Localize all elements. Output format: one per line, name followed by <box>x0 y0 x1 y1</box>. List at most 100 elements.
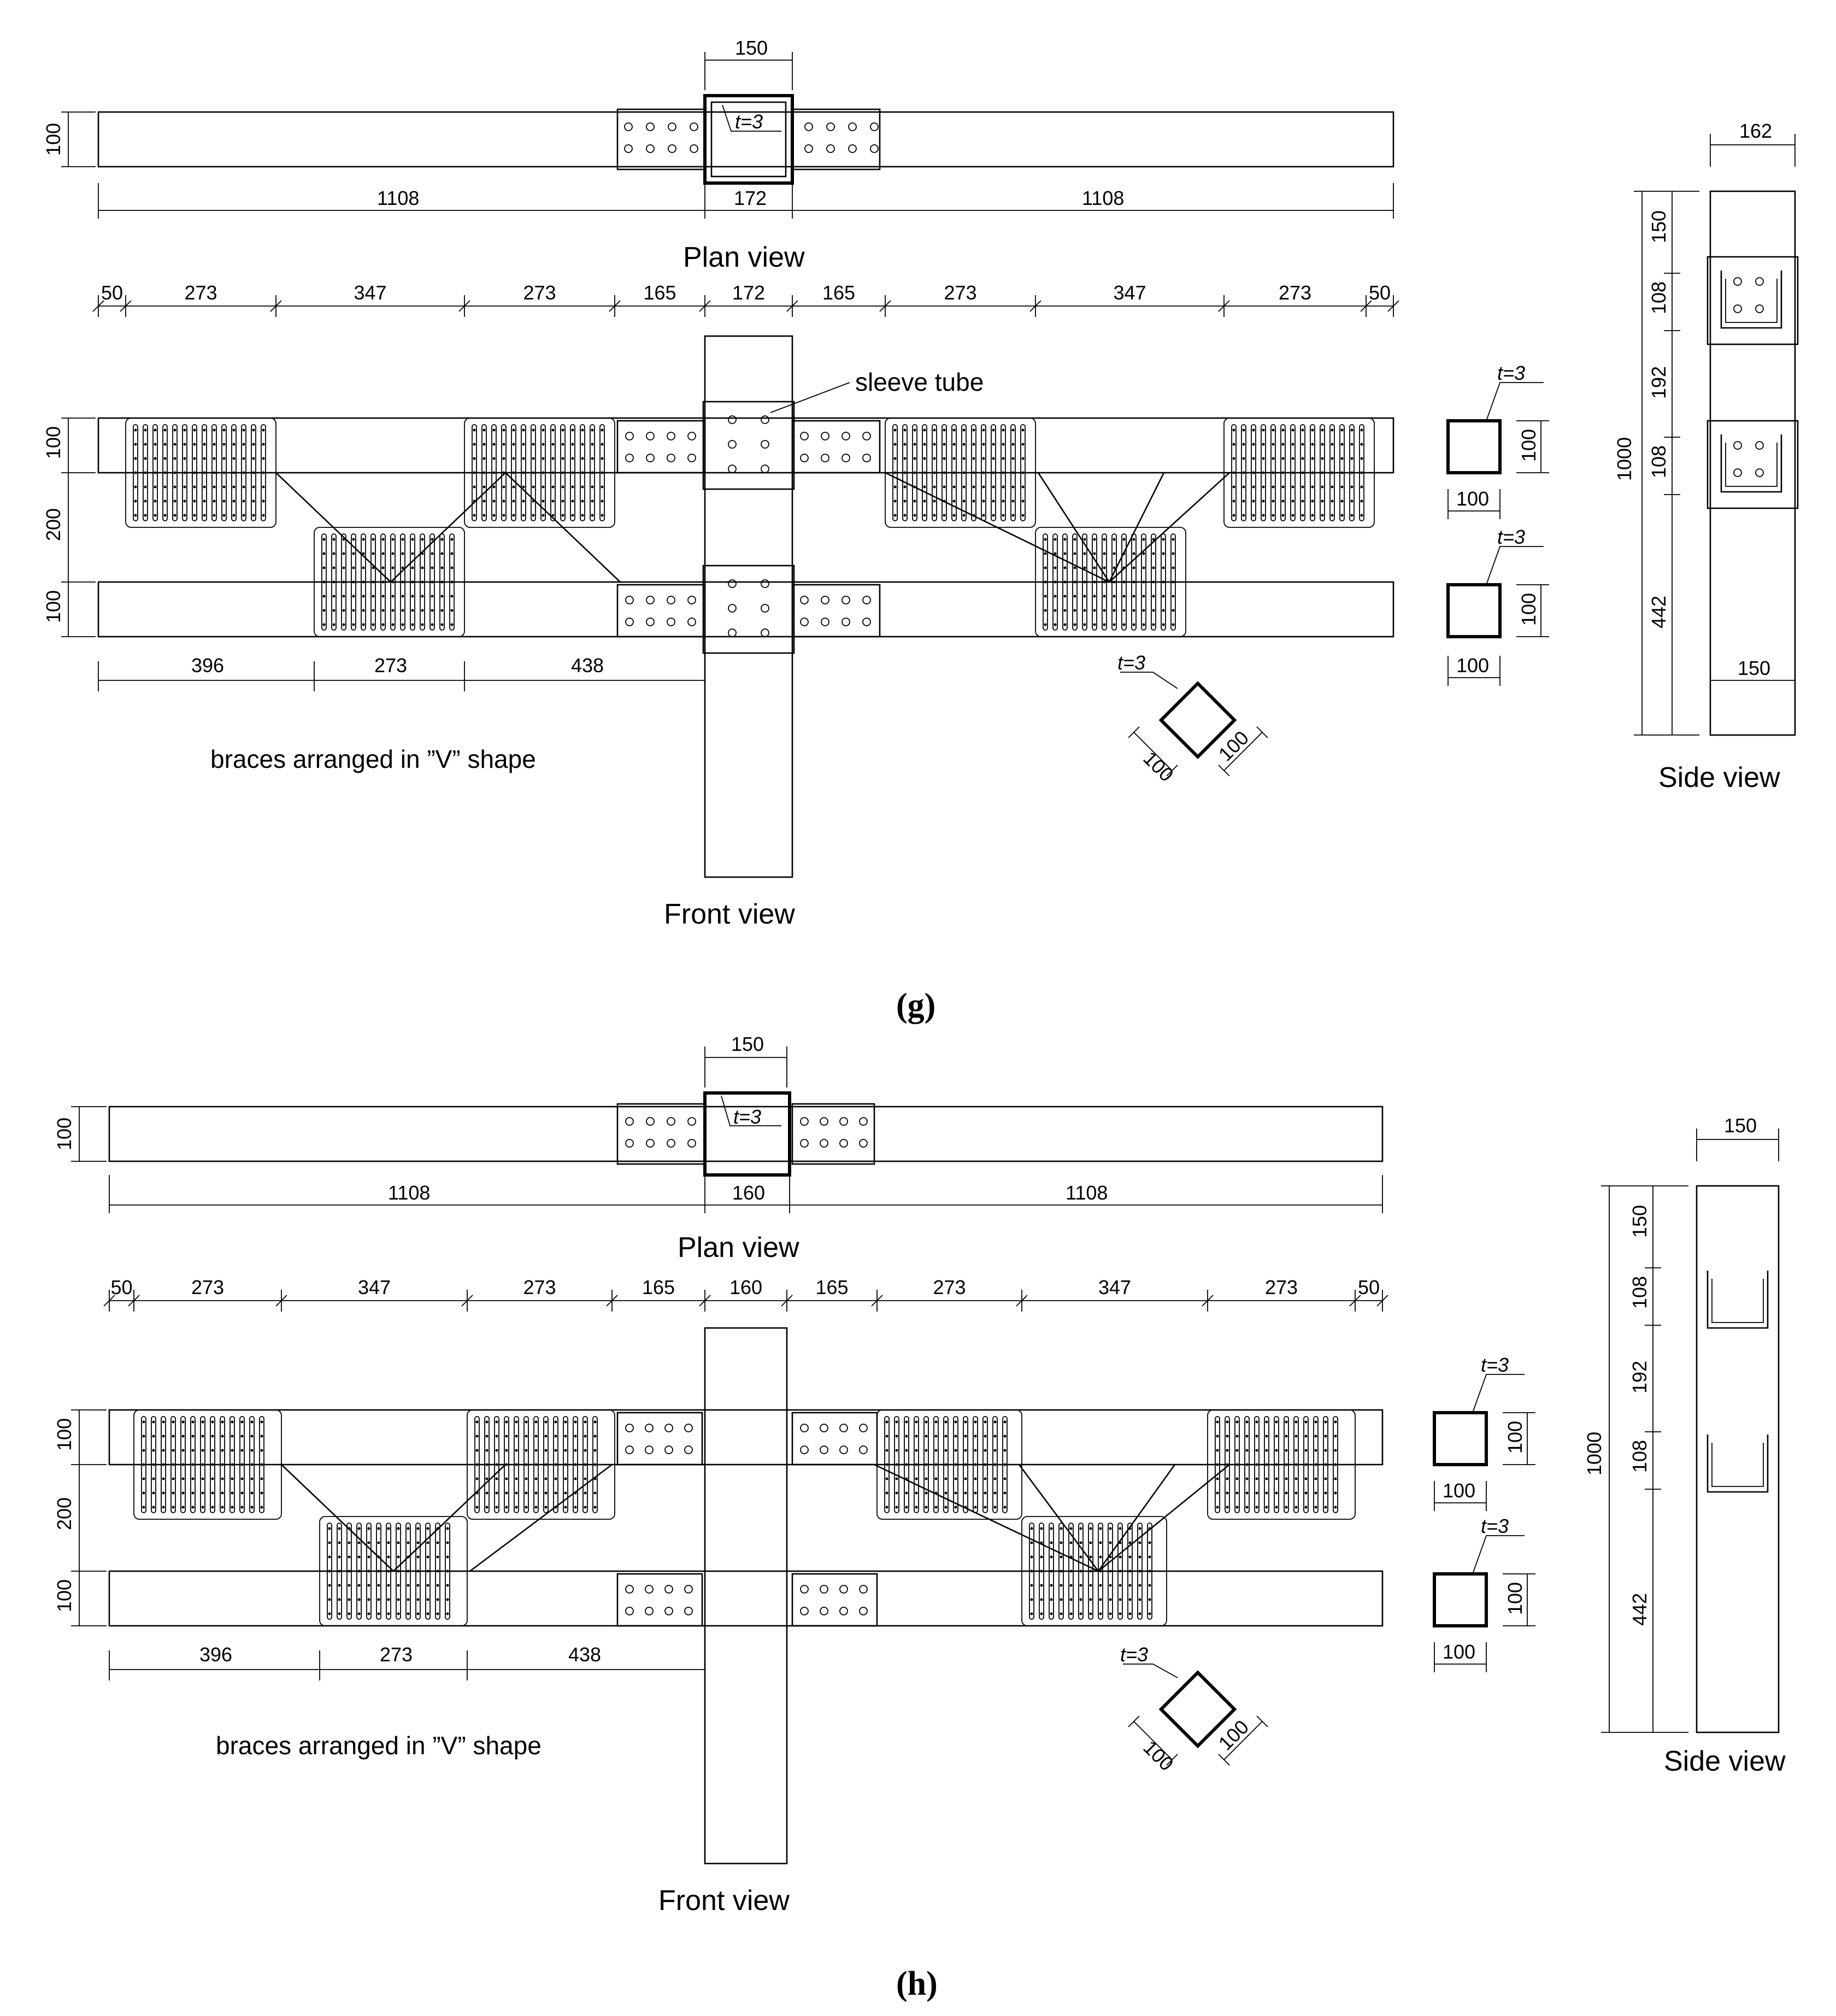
stud-dot <box>542 499 545 503</box>
stud-dot <box>1172 580 1175 584</box>
stud-dot <box>591 443 594 446</box>
stud-dot <box>992 443 995 446</box>
stud-dot <box>391 566 395 569</box>
front-dim-left-2: 200 <box>53 1497 75 1530</box>
stud-dot <box>1050 1612 1053 1615</box>
stud-dot <box>381 566 385 569</box>
stud-dot <box>407 1527 410 1530</box>
stud-dot <box>436 1541 439 1544</box>
bolt-hole <box>668 144 676 153</box>
gusset-plate <box>876 1409 1022 1520</box>
top-dim-label: 165 <box>822 281 855 304</box>
bolt-hole <box>804 122 813 131</box>
stud-dot <box>923 471 926 474</box>
stud-slot <box>1300 424 1305 521</box>
stud-dot <box>601 428 604 432</box>
stud-slot <box>932 424 937 521</box>
stud-dot <box>913 471 916 474</box>
stud-slot <box>229 1416 235 1513</box>
stud-slot <box>346 1523 352 1620</box>
stud-dot <box>450 566 454 569</box>
stud-dot <box>1245 1477 1249 1480</box>
stud-dot <box>221 1506 224 1509</box>
stud-dot <box>242 485 245 489</box>
stud-dot <box>944 1477 948 1480</box>
stud-dot <box>201 1506 204 1509</box>
front-bottom-dimension <box>109 1650 705 1680</box>
stud-slot <box>249 1416 255 1513</box>
stud-dot <box>421 538 424 541</box>
stud-slot <box>331 533 337 631</box>
stud-slot <box>1108 1523 1113 1620</box>
stud-dot <box>381 595 385 598</box>
stud-dot <box>475 1449 479 1452</box>
stud-slot <box>1098 1523 1103 1620</box>
dim-tick <box>275 1290 287 1312</box>
stud-dot <box>515 1420 518 1424</box>
side-lower-sleeve <box>1706 420 1799 509</box>
stud-slot <box>435 1523 440 1620</box>
stud-dot <box>542 471 545 474</box>
stud-dot <box>1242 457 1245 460</box>
stud-dot <box>191 1463 195 1466</box>
stud-slot <box>1151 533 1156 631</box>
stud-dot <box>1021 428 1025 432</box>
bolt-hole <box>848 122 857 131</box>
plan-dim-top: 150 <box>735 37 768 59</box>
side-column <box>1709 190 1796 736</box>
stud-dot <box>357 1555 361 1559</box>
stud-dot <box>1272 514 1275 517</box>
stud-dot <box>134 428 137 432</box>
dim-tick <box>781 1290 793 1312</box>
stud-slot <box>514 1416 519 1513</box>
stud-slot <box>1264 1416 1269 1513</box>
stud-dot <box>1314 1420 1317 1424</box>
stud-dot <box>446 1570 449 1573</box>
stud-dot <box>482 428 486 432</box>
stud-dot <box>221 1477 224 1480</box>
stud-dot <box>1360 485 1363 489</box>
stud-dot <box>1265 1477 1268 1480</box>
front-connector-plates <box>616 1412 878 1627</box>
stud-dot <box>1226 1463 1229 1466</box>
stud-dot <box>915 1477 918 1480</box>
stud-dot <box>1285 1506 1288 1509</box>
stud-dot <box>1011 499 1015 503</box>
stud-dot <box>342 580 345 584</box>
stud-dot <box>183 471 186 474</box>
stud-dot <box>495 1506 498 1509</box>
stud-slot <box>573 1416 578 1513</box>
front-dim-bottom-3: 438 <box>568 1643 601 1666</box>
stud-dot <box>893 457 897 460</box>
front-left-dimension <box>61 418 96 637</box>
stud-slot <box>405 1523 411 1620</box>
stud-dot <box>1152 609 1155 612</box>
connector-plate <box>791 1573 878 1627</box>
stud-dot <box>1069 1527 1073 1530</box>
stud-dot <box>193 471 196 474</box>
stud-dot <box>1021 443 1025 446</box>
stud-dot <box>450 580 454 584</box>
stud-dot <box>522 443 525 446</box>
stud-dot <box>1265 1420 1268 1424</box>
stud-dot <box>201 1491 204 1495</box>
stud-dot <box>1291 485 1294 489</box>
stud-dot <box>193 457 196 460</box>
stud-dot <box>581 428 584 432</box>
bolt-hole <box>625 1117 634 1126</box>
stud-dot <box>362 552 365 555</box>
stud-slot <box>540 424 546 521</box>
stud-dot <box>1060 1555 1063 1559</box>
stud-slot <box>902 424 908 521</box>
stud-slot <box>449 533 455 631</box>
stud-dot <box>923 514 926 517</box>
stud-slot <box>425 1523 431 1620</box>
stud-dot <box>1089 1555 1092 1559</box>
stud-dot <box>1262 428 1265 432</box>
stud-dot <box>1242 443 1245 446</box>
stud-dot <box>144 428 147 432</box>
stud-dot <box>482 457 486 460</box>
stud-dot <box>1040 1612 1043 1615</box>
stud-dot <box>1232 485 1235 489</box>
